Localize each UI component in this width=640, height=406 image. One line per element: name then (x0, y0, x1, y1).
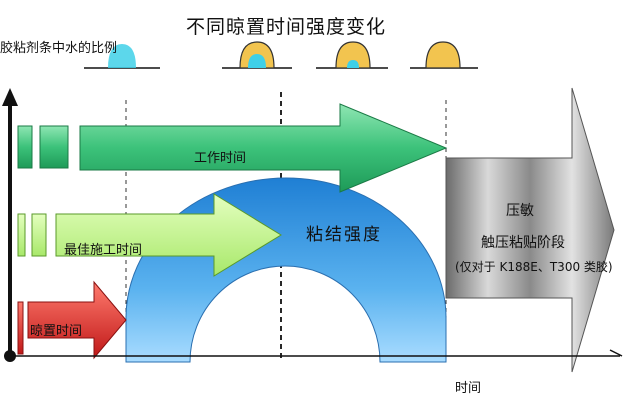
water-drop-3 (316, 41, 388, 69)
pressure-stage-line3: (仅对于 K188E、T300 类胶) (455, 260, 613, 274)
water-drop-1 (84, 44, 160, 69)
diagram-title: 不同晾置时间强度变化 (186, 16, 387, 38)
work-time-label: 工作时间 (194, 151, 247, 166)
pressure-stage-line2: 触压粘贴阶段 (481, 235, 565, 251)
pressure-stage-line1: 压敏 (506, 203, 534, 219)
drying-time-arrow (17, 280, 127, 360)
axes (2, 88, 623, 362)
water-ratio-label: 胶粘剂条中水的比例 (0, 41, 118, 56)
best-construction-arrow (17, 193, 282, 277)
water-drop-4 (410, 41, 478, 69)
best-construction-time-label: 最佳施工时间 (64, 243, 143, 258)
drying-time-label: 晾置时间 (30, 324, 83, 339)
time-axis-label: 时间 (455, 381, 482, 396)
pressure-stage-arrow (445, 87, 615, 373)
bond-strength-label: 粘结强度 (306, 225, 382, 245)
bond-strength-arch (125, 177, 447, 363)
water-drop-2 (222, 41, 292, 69)
work-time-arrow (17, 103, 448, 193)
